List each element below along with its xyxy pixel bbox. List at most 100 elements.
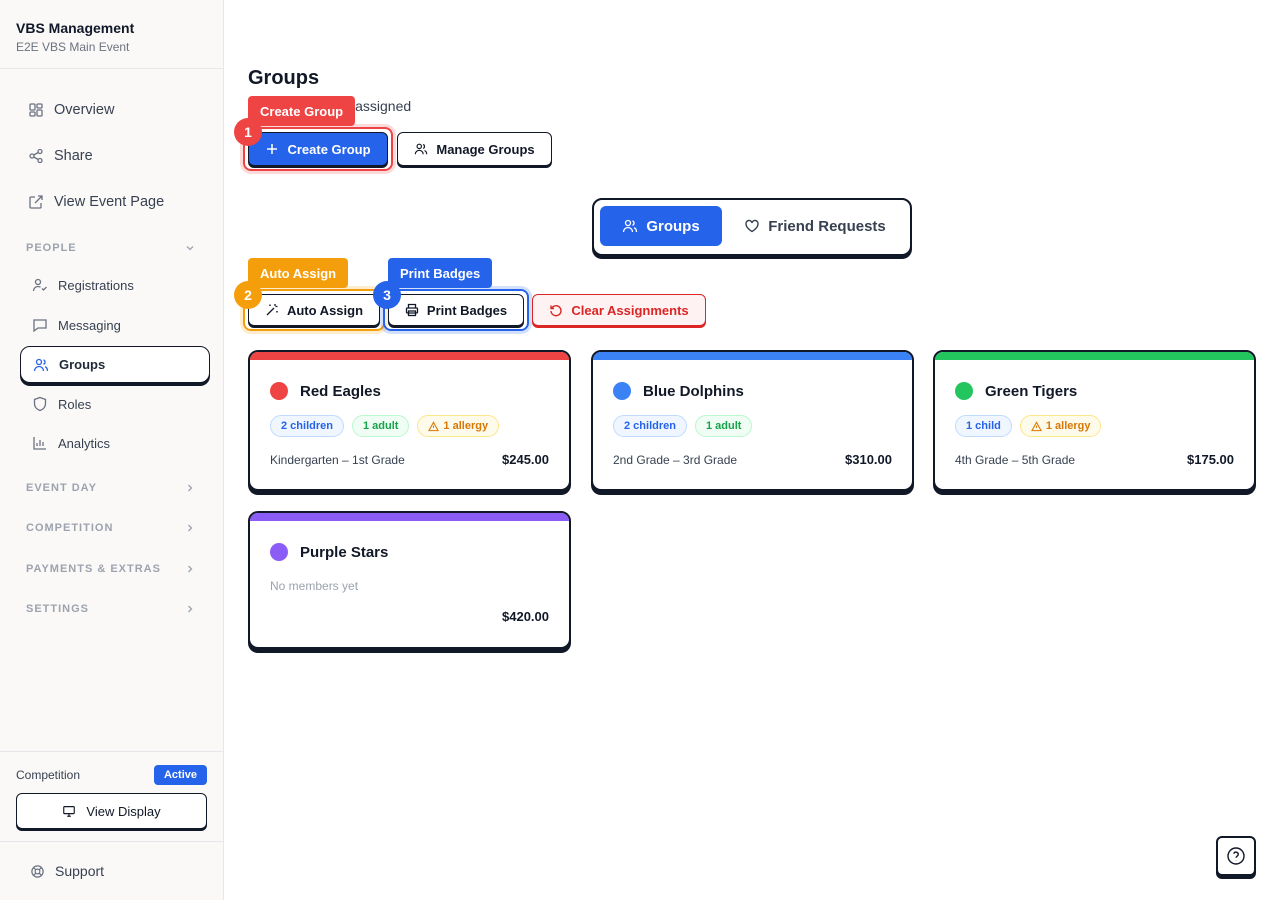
create-group-label: Create Group bbox=[287, 141, 371, 157]
page-title: Groups bbox=[248, 67, 320, 89]
group-name: Purple Stars bbox=[300, 543, 389, 561]
view-display-button[interactable]: View Display bbox=[16, 793, 207, 829]
group-card-red-eagles[interactable]: Red Eagles 2 children 1 adult 1 allergy … bbox=[248, 350, 571, 491]
brand: VBS Management E2E VBS Main Event bbox=[0, 0, 223, 69]
section-event-day[interactable]: EVENT DAY bbox=[26, 482, 196, 494]
manage-groups-button[interactable]: Manage Groups bbox=[397, 132, 552, 166]
help-button[interactable] bbox=[1216, 836, 1256, 876]
children-count-badge: 2 children bbox=[270, 415, 344, 437]
tour-tooltip-2: Auto Assign bbox=[248, 258, 349, 288]
group-stats: 2 children 1 adult 1 allergy bbox=[270, 415, 500, 437]
users-icon bbox=[415, 143, 428, 155]
group-stats: 2 children 1 adult bbox=[613, 415, 753, 437]
manage-groups-label: Manage Groups bbox=[436, 141, 535, 157]
external-link-icon bbox=[29, 195, 43, 209]
section-settings[interactable]: SETTINGS bbox=[26, 603, 196, 615]
competition-panel: Competition Active View Display bbox=[0, 751, 223, 829]
view-tabs: Groups Friend Requests bbox=[592, 198, 912, 256]
tour-step-badge-1: 1 bbox=[234, 118, 262, 146]
nav-view-event-page[interactable]: View Event Page bbox=[20, 184, 210, 220]
print-badges-button[interactable]: Print Badges bbox=[388, 294, 524, 326]
group-price: $420.00 bbox=[502, 609, 549, 624]
user-check-icon bbox=[32, 278, 47, 292]
section-people[interactable]: PEOPLE bbox=[26, 242, 196, 254]
tab-groups[interactable]: Groups bbox=[600, 206, 722, 246]
nav-overview[interactable]: Overview bbox=[20, 92, 210, 128]
competition-label: Competition bbox=[16, 768, 81, 782]
dashboard-icon bbox=[29, 103, 43, 117]
life-buoy-icon bbox=[31, 864, 44, 878]
nav-registrations[interactable]: Registrations bbox=[20, 267, 210, 303]
event-name: E2E VBS Main Event bbox=[16, 40, 130, 54]
create-group-button[interactable]: Create Group bbox=[248, 132, 388, 166]
users-icon bbox=[33, 358, 49, 371]
nav-analytics[interactable]: Analytics bbox=[20, 425, 210, 461]
group-price: $310.00 bbox=[845, 452, 892, 467]
help-circle-icon bbox=[1227, 847, 1245, 865]
nav-messaging-label: Messaging bbox=[58, 317, 121, 333]
rotate-ccw-icon bbox=[550, 305, 562, 317]
group-color-dot bbox=[955, 382, 973, 400]
nav-overview-label: Overview bbox=[54, 102, 115, 118]
nav-roles[interactable]: Roles bbox=[20, 386, 210, 422]
group-price: $245.00 bbox=[502, 452, 549, 467]
support-label: Support bbox=[55, 863, 105, 879]
chevron-right-icon bbox=[188, 524, 193, 532]
section-payments-extras-label: PAYMENTS & EXTRAS bbox=[26, 563, 161, 575]
group-header: Green Tigers bbox=[955, 382, 1077, 400]
clear-assignments-button[interactable]: Clear Assignments bbox=[532, 294, 706, 326]
nav-share[interactable]: Share bbox=[20, 138, 210, 174]
tour-tooltip-3: Print Badges bbox=[388, 258, 493, 288]
message-icon bbox=[33, 319, 47, 333]
nav-share-label: Share bbox=[54, 148, 93, 164]
auto-assign-button[interactable]: Auto Assign bbox=[248, 294, 380, 326]
tour-step-badge-3: 3 bbox=[373, 281, 401, 309]
section-payments-extras[interactable]: PAYMENTS & EXTRAS bbox=[26, 563, 196, 575]
grade-range: Kindergarten – 1st Grade bbox=[270, 453, 405, 467]
status-badge: Active bbox=[153, 765, 207, 785]
view-display-label: View Display bbox=[86, 803, 161, 819]
shield-icon bbox=[33, 396, 47, 412]
group-price: $175.00 bbox=[1187, 452, 1234, 467]
adult-count-badge: 1 adult bbox=[351, 415, 410, 437]
auto-assign-label: Auto Assign bbox=[286, 302, 364, 318]
allergy-count: 1 allergy bbox=[443, 420, 489, 432]
group-color-dot bbox=[270, 382, 288, 400]
clear-assignments-label: Clear Assignments bbox=[571, 302, 689, 318]
group-color-dot bbox=[613, 382, 631, 400]
support-link[interactable]: Support bbox=[0, 841, 223, 900]
group-stats: 1 child 1 allergy bbox=[955, 415, 1102, 437]
users-icon bbox=[623, 219, 638, 233]
section-competition[interactable]: COMPETITION bbox=[26, 522, 196, 534]
nav-roles-label: Roles bbox=[58, 396, 92, 412]
chevron-right-icon bbox=[188, 484, 193, 492]
no-members-text: No members yet bbox=[270, 579, 359, 593]
group-name: Blue Dolphins bbox=[643, 382, 744, 400]
nav-messaging[interactable]: Messaging bbox=[20, 307, 210, 343]
section-settings-label: SETTINGS bbox=[26, 603, 90, 615]
nav-groups[interactable]: Groups bbox=[20, 346, 210, 383]
tour-step-badge-2: 2 bbox=[234, 281, 262, 309]
tour-highlight-print-badges bbox=[383, 289, 529, 331]
children-count-badge: 1 child bbox=[955, 415, 1012, 437]
group-card-green-tigers[interactable]: Green Tigers 1 child 1 allergy 4th Grade… bbox=[933, 350, 1256, 491]
share-icon bbox=[29, 148, 43, 164]
monitor-icon bbox=[63, 806, 76, 817]
nav-view-event-page-label: View Event Page bbox=[54, 194, 165, 210]
group-card-purple-stars[interactable]: Purple Stars No members yet $420.00 bbox=[248, 511, 571, 649]
tour-tooltip-1: Create Group bbox=[248, 96, 356, 126]
nav-registrations-label: Registrations bbox=[58, 277, 134, 293]
magic-wand-icon bbox=[266, 304, 278, 316]
tab-friend-requests-label: Friend Requests bbox=[768, 217, 886, 235]
grade-range: 2nd Grade – 3rd Grade bbox=[613, 453, 738, 467]
chevron-right-icon bbox=[188, 605, 193, 613]
chevron-down-icon bbox=[186, 246, 194, 251]
group-header: Purple Stars bbox=[270, 543, 388, 561]
group-card-blue-dolphins[interactable]: Blue Dolphins 2 children 1 adult 2nd Gra… bbox=[591, 350, 914, 491]
group-header: Red Eagles bbox=[270, 382, 381, 400]
tab-friend-requests[interactable]: Friend Requests bbox=[730, 206, 900, 246]
group-name: Green Tigers bbox=[985, 382, 1078, 400]
plus-icon bbox=[267, 144, 278, 154]
group-color-dot bbox=[270, 543, 288, 561]
allergy-badge: 1 allergy bbox=[1019, 415, 1102, 437]
